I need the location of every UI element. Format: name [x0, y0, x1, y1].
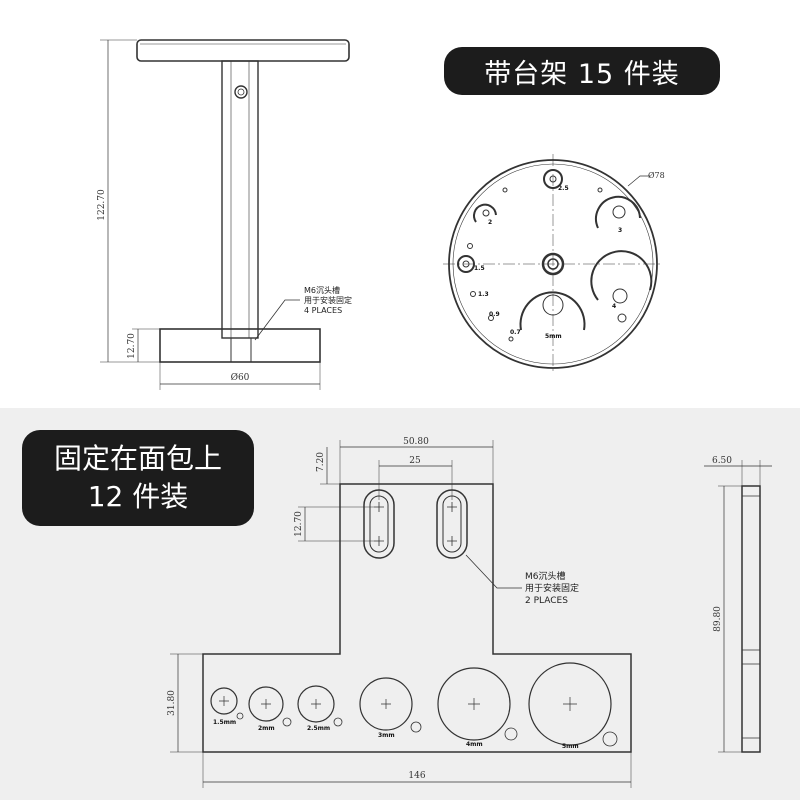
- plate-slot-spacing-dim: 25: [409, 456, 421, 466]
- stand-base-height-dim: 12.70: [127, 333, 137, 359]
- stand-rod-hole: [234, 85, 248, 99]
- disc-center-hole: [541, 252, 565, 276]
- disc-label-0-7: 0.7: [510, 329, 521, 336]
- disc-dia-dim: Ø78: [648, 171, 665, 180]
- plate-label-2mm: 2mm: [258, 725, 275, 732]
- plate-label-4mm: 4mm: [466, 741, 483, 748]
- plate-label-2-5mm: 2.5mm: [307, 725, 330, 732]
- plate-top-width-dim: 50.80: [403, 437, 429, 447]
- side-height-dim: 89.80: [713, 606, 723, 632]
- plate-total-width-dim: 146: [408, 771, 425, 781]
- stand-base: [159, 328, 321, 363]
- disc-label-2-5: 2.5: [558, 185, 569, 192]
- plate-height-dim: 31.80: [167, 690, 177, 716]
- plate-drawing: [170, 440, 632, 788]
- plate-label-3mm: 3mm: [378, 732, 395, 739]
- plate-note-line2: 用于安装固定: [525, 582, 579, 594]
- stand-note-line2: 用于安装固定: [304, 295, 352, 305]
- badge-bottom: 固定在面包上 12 件装: [22, 430, 254, 526]
- badge-bottom-line2: 12 件装: [87, 480, 189, 513]
- stand-top-cap: [136, 39, 350, 62]
- side-view-outline: [741, 485, 761, 753]
- side-view-drawing: [704, 460, 772, 753]
- disc-label-5mm: 5mm: [545, 333, 562, 340]
- stand-note-line3: 4 PLACES: [304, 306, 342, 315]
- disc-label-4: 4: [612, 303, 616, 310]
- disc-label-1-5: 1.5: [474, 265, 485, 272]
- plate-note-line3: 2 PLACES: [525, 596, 568, 606]
- badge-top: 带台架 15 件装: [444, 47, 720, 95]
- plate-slot-length-dim: 12.70: [294, 511, 304, 537]
- plate-label-1-5mm: 1.5mm: [213, 719, 236, 726]
- disc-drawing: [443, 154, 663, 374]
- disc-label-3: 3: [618, 227, 622, 234]
- plate-slot-right: [436, 489, 468, 559]
- plate-label-5mm: 5mm: [562, 743, 579, 750]
- stand-base-dia-dim: Ø60: [231, 372, 250, 383]
- stand-rod: [221, 60, 259, 339]
- stand-note-line1: M6沉头槽: [304, 285, 340, 295]
- badge-top-text: 带台架 15 件装: [484, 58, 680, 90]
- side-thickness-dim: 6.50: [712, 456, 732, 466]
- plate-note-line1: M6沉头槽: [525, 570, 566, 582]
- plate-top-offset-dim: 7.20: [316, 452, 326, 472]
- stand-height-dim: 122.70: [97, 189, 107, 221]
- badge-bottom-line1: 固定在面包上: [53, 442, 222, 475]
- stand-drawing: [100, 39, 350, 390]
- disc-label-2: 2: [488, 219, 492, 226]
- plate-outline: [202, 483, 632, 753]
- disc-label-1-3: 1.3: [478, 291, 489, 298]
- disc-label-0-9: 0.9: [489, 311, 500, 318]
- plate-slot-left: [363, 489, 395, 559]
